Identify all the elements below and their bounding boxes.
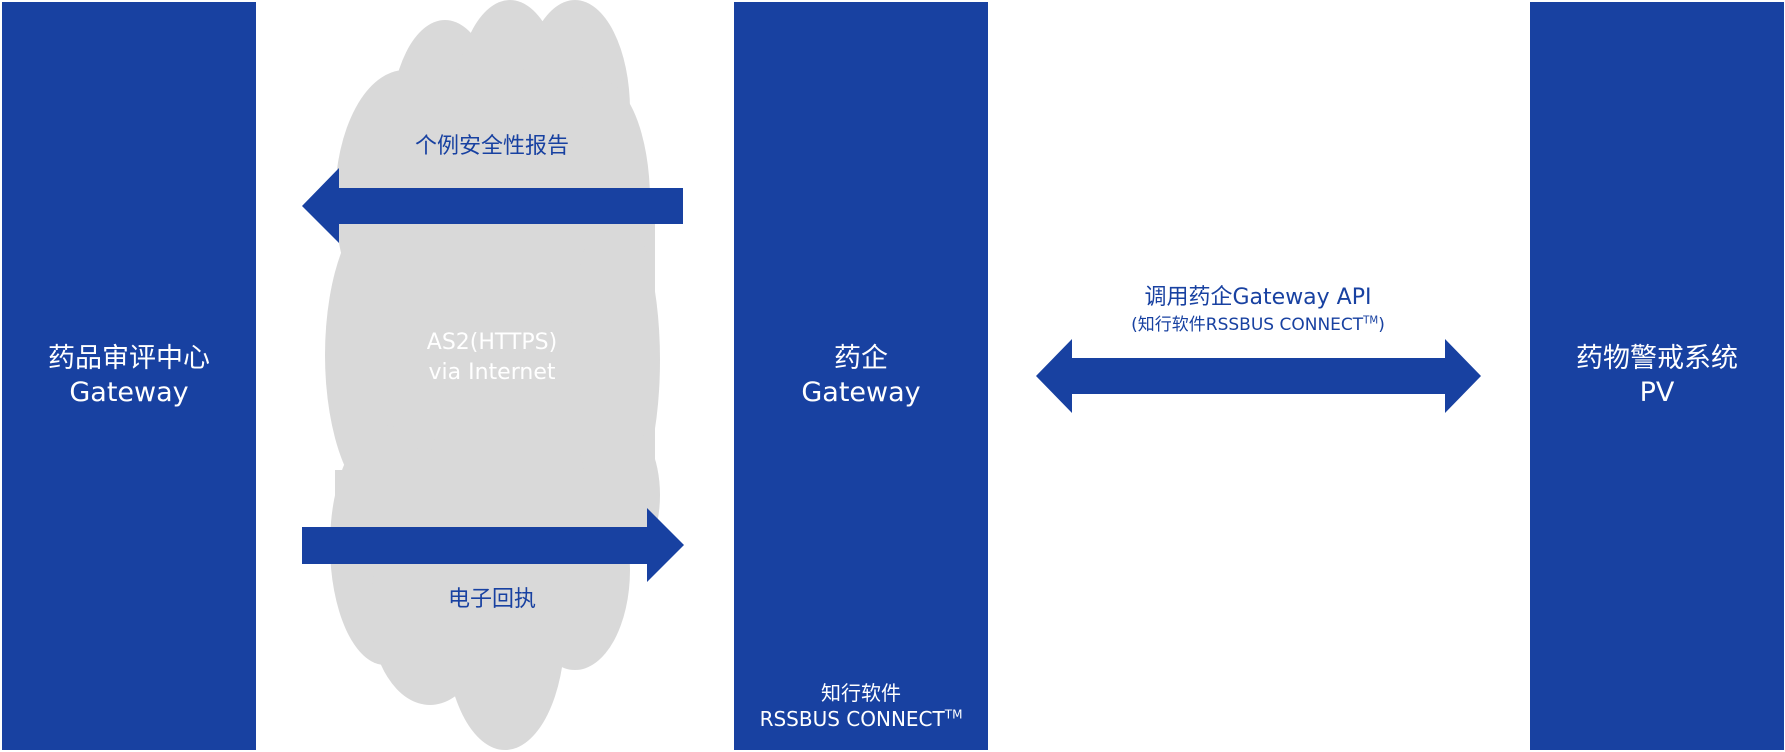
icsr-label: 个例安全性报告 [414,134,569,159]
pharma-gateway-box: 药企 Gateway 知行软件 RSSBUS CONNECTTM [734,2,988,750]
pv-system-label: 药物警戒系统 PV [1576,343,1738,408]
pharma-gateway-label: 药企 Gateway [801,343,921,408]
pv-system-box: 药物警戒系统 PV [1530,2,1784,750]
api-label: 调用药企Gateway API (知行软件RSSBUS CONNECTTM) [1058,283,1458,337]
receipt-label: 电子回执 [447,587,536,612]
cloud-label: AS2(HTTPS) via Internet [426,330,558,385]
api-label-line2: (知行软件RSSBUS CONNECTTM) [1131,315,1385,335]
api-label-line1: 调用药企Gateway API [1144,285,1372,310]
vendor-label: 知行软件 RSSBUS CONNECTTM [759,681,963,731]
cde-gateway-box: 药品审评中心 Gateway [2,2,256,750]
receipt-arrow [302,508,684,582]
api-double-arrow [1036,339,1481,413]
icsr-arrow [302,168,683,243]
cde-gateway-label: 药品审评中心 Gateway [48,343,210,408]
